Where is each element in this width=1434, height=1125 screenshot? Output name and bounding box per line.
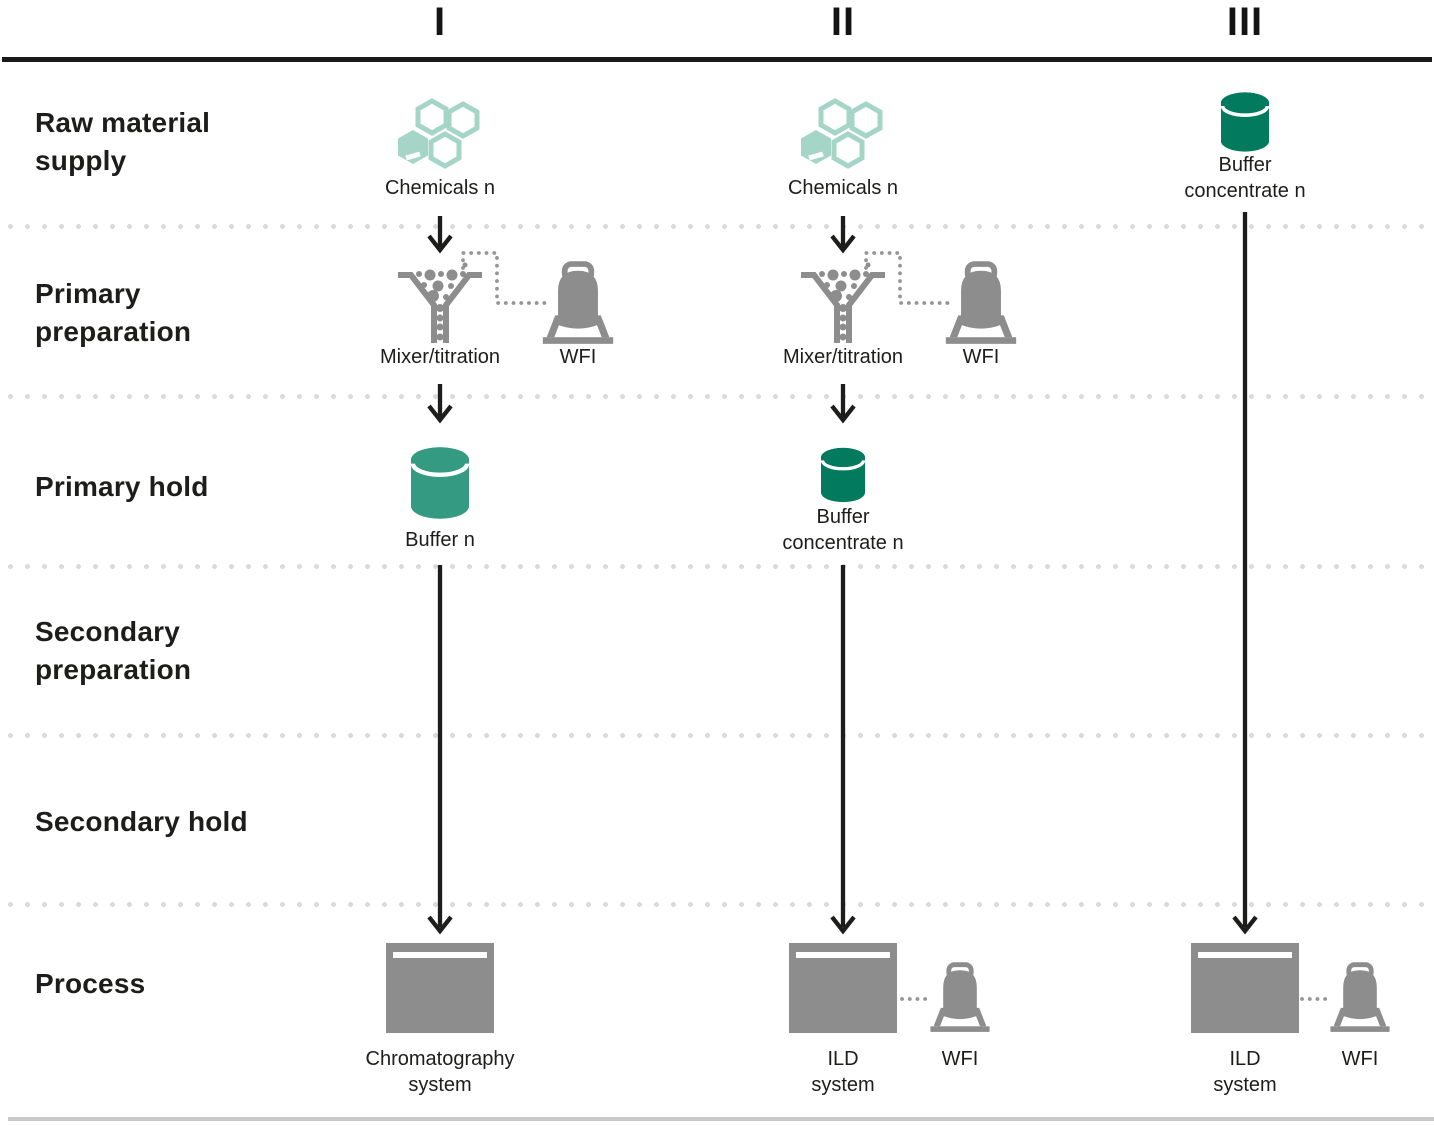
buffer-cylinder-icon xyxy=(411,446,469,520)
buffer-label: Buffer n xyxy=(405,529,475,551)
mixer-titration-label: Mixer/titration xyxy=(782,346,904,368)
arrow-col1-hold-to-process xyxy=(427,565,453,935)
buffer-concentrate-cylinder-icon xyxy=(821,446,865,504)
buffer-concentrate-cylinder-icon xyxy=(1221,90,1269,154)
chromatography-system-label: Chromatography system xyxy=(365,1048,515,1096)
buffer-concentrate-label: Buffer concentrate n xyxy=(1184,154,1306,202)
header-rule xyxy=(2,57,1432,62)
row-separator-3 xyxy=(0,564,1434,569)
ild-tank-icon xyxy=(789,943,897,1033)
row-label-secondary-preparation: Secondary preparation xyxy=(35,616,192,685)
arrow-col3-concentrate-to-process xyxy=(1232,212,1258,935)
row-label-primary-preparation: Primary preparation xyxy=(35,278,192,347)
row-separator-4 xyxy=(0,733,1434,738)
mixer-titration-icon xyxy=(798,262,888,346)
arrow-col1-chemicals-to-mixer xyxy=(427,216,453,254)
mixer-titration-label: Mixer/titration xyxy=(379,346,501,368)
row-label-primary-hold: Primary hold xyxy=(35,471,209,502)
row-separator-2 xyxy=(0,394,1434,399)
arrow-col2-mixer-to-hold xyxy=(830,384,856,424)
arrow-col2-hold-to-process xyxy=(830,565,856,935)
row-separator-5 xyxy=(0,902,1434,907)
chromatography-tank-icon xyxy=(386,943,494,1033)
wfi-icon xyxy=(928,962,992,1033)
footer-rule xyxy=(8,1117,1434,1121)
column-header-2: II xyxy=(830,0,856,44)
chemicals-icon xyxy=(396,94,484,174)
ild-tank-icon xyxy=(1191,943,1299,1033)
chemicals-label: Chemicals n xyxy=(787,177,899,199)
row-separator-1 xyxy=(0,224,1434,229)
ild-system-label: ILD system xyxy=(1213,1048,1277,1096)
column-header-1: I xyxy=(433,0,447,44)
arrow-col2-chemicals-to-mixer xyxy=(830,216,856,254)
buffer-concentrate-label: Buffer concentrate n xyxy=(782,506,904,554)
wfi-icon xyxy=(540,260,616,346)
ild-system-label: ILD system xyxy=(811,1048,875,1096)
arrow-col1-mixer-to-hold xyxy=(427,384,453,424)
row-label-raw-material-supply: Raw material supply xyxy=(35,107,211,176)
column-header-3: III xyxy=(1226,0,1264,44)
wfi-label: WFI xyxy=(559,346,597,368)
row-label-process: Process xyxy=(35,968,146,999)
row-label-secondary-hold: Secondary hold xyxy=(35,806,248,837)
wfi-icon xyxy=(943,260,1019,346)
wfi-icon xyxy=(1328,962,1392,1033)
chemicals-label: Chemicals n xyxy=(384,177,496,199)
wfi-label: WFI xyxy=(962,346,1000,368)
wfi-label: WFI xyxy=(1341,1048,1379,1070)
mixer-titration-icon xyxy=(395,262,485,346)
wfi-label: WFI xyxy=(941,1048,979,1070)
chemicals-icon xyxy=(799,94,887,174)
